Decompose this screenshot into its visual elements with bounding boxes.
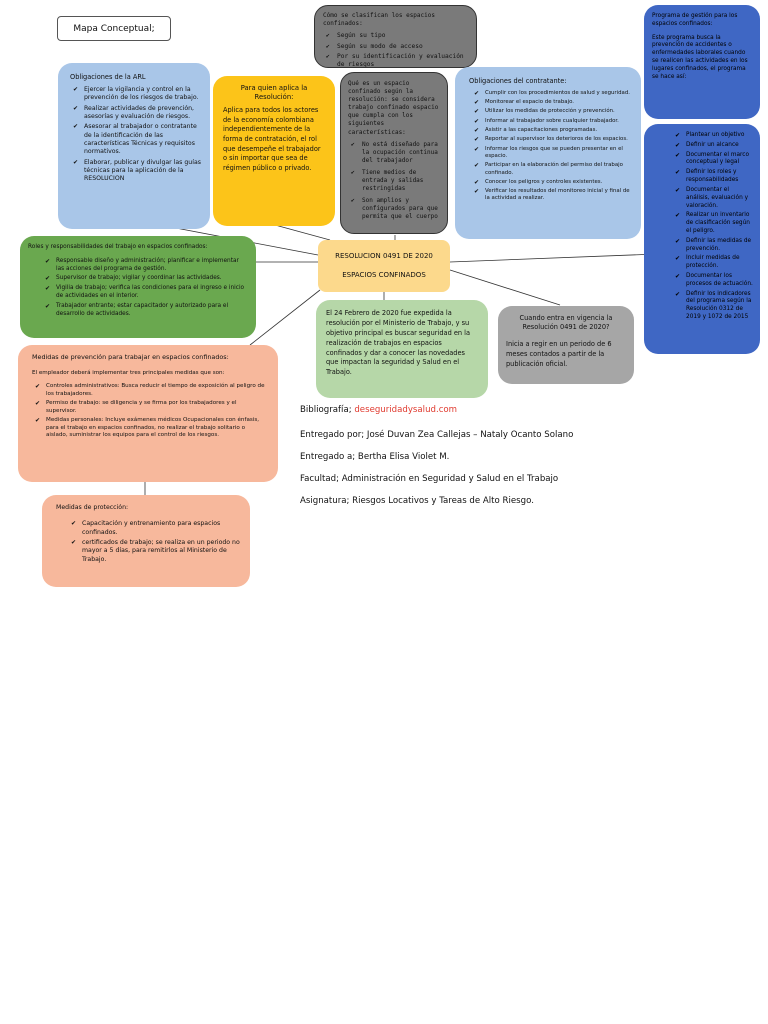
roles-title: Roles y responsabilidades del trabajo en… [28,244,208,250]
program-step: Documentar los procesos de actuación. [675,273,754,289]
validity-title: Cuando entra en vigencia la Resolución 0… [519,314,613,331]
issue-date-box: El 24 Febrero de 2020 fue expedida la re… [316,300,488,398]
arl-item: Realizar actividades de prevención, ases… [73,105,202,122]
roles-item: Supervisor de trabajo; vigilar y coordin… [45,275,248,283]
applies-text: Aplica para todos los actores de la econ… [223,106,321,172]
definition-item: Son amplios y configurados para que perm… [351,197,440,221]
subject-line: Asignatura; Riesgos Locativos y Tareas d… [300,496,534,506]
title-text: Mapa Conceptual; [73,23,155,34]
central-node: RESOLUCION 0491 DE 2020 ESPACIOS CONFINA… [318,240,450,292]
classification-item: Por su identificación y evaluación de ri… [326,53,468,67]
faculty-line: Facultad; Administración en Seguridad y … [300,474,559,484]
prevention-title: Medidas de prevención para trabajar en e… [32,353,229,361]
definition-item: Tiene medios de entrada y salidas restri… [351,169,440,193]
prevention-intro: El empleador deberá implementar tres pri… [32,369,225,376]
definition-title: Qué es un espacio confinado según la res… [348,80,439,136]
validity-box: Cuando entra en vigencia la Resolución 0… [498,306,634,384]
issue-date-text: El 24 Febrero de 2020 fue expedida la re… [326,309,471,377]
central-title: RESOLUCION 0491 DE 2020 [335,251,433,260]
program-step: Documentar el análisis, evaluación y val… [675,187,754,210]
program-title: Programa de gestión para los espacios co… [652,13,738,27]
program-step: Definir las medidas de prevención. [675,238,754,254]
arl-item: Elaborar, publicar y divulgar las guías … [73,159,202,184]
roles-item: Vigilia de trabajo; verifica las condici… [45,285,248,301]
definition-item: No está diseñado para la ocupación conti… [351,141,440,165]
arl-obligations-box: Obligaciones de la ARL Ejercer la vigila… [58,63,210,229]
arl-title: Obligaciones de la ARL [70,73,146,81]
contractor-item: Verificar los resultados del monitoreo i… [474,188,631,203]
bibliography-label: Bibliografía; [300,405,352,415]
bibliography-line: Bibliografía; deseguridadysalud.com [300,405,457,415]
roles-item: Trabajador entrante; estar capacitador y… [45,303,248,319]
classification-box: Cómo se clasifican los espacios confinad… [314,5,477,68]
arl-item: Asesorar al trabajador o contratante de … [73,123,202,156]
bibliography-link[interactable]: deseguridadysalud.com [354,405,458,415]
contractor-item: Participar en la elaboración del permiso… [474,162,631,177]
contractor-obligations-box: Obligaciones del contratante: Cumplir co… [455,67,641,239]
program-step: Definir los indicadores del programa seg… [675,291,754,322]
contractor-item: Conocer los peligros y controles existen… [474,179,631,187]
delivered-to-line: Entregado a; Bertha Elisa Violet M. [300,452,450,462]
contractor-title: Obligaciones del contratante: [469,77,567,85]
protection-title: Medidas de protección: [56,504,129,511]
program-box: Programa de gestión para los espacios co… [644,5,760,119]
delivered-by-line: Entregado por; José Duvan Zea Callejas –… [300,430,574,440]
program-step: Incluir medidas de protección. [675,255,754,271]
central-subtitle: ESPACIOS CONFINADOS [342,271,426,279]
contractor-item: Utilizar los medidas de protección y pre… [474,108,631,116]
roles-box: Roles y responsabilidades del trabajo en… [20,236,256,338]
classification-title: Cómo se clasifican los espacios confinad… [323,12,435,28]
program-step: Realizar un inventario de clasificación … [675,212,754,235]
program-step: Plantear un objetivo [675,132,754,140]
protection-item: certificados de trabajo; se realiza en u… [71,539,240,564]
validity-text: Inicia a regir en un periodo de 6 meses … [506,339,612,368]
program-steps-box: Plantear un objetivo Definir un alcance … [644,124,760,354]
definition-box: Qué es un espacio confinado según la res… [340,72,448,234]
title-box: Mapa Conceptual; [57,16,171,41]
program-text: Este programa busca la prevención de acc… [652,34,748,80]
program-step: Definir un alcance [675,142,754,150]
prevention-item: Medidas personales: Incluye exámenes méd… [35,417,266,440]
roles-item: Responsable diseño y administración; pla… [45,258,248,274]
contractor-item: Asistir a las capacitaciones programadas… [474,127,631,135]
classification-item: Según su modo de acceso [326,43,468,51]
contractor-item: Reportar al supervisor los deterioros de… [474,136,631,144]
contractor-item: Informar al trabajador sobre cualquier t… [474,118,631,126]
classification-item: Según su tipo [326,32,468,40]
contractor-item: Informar los riesgos que se pueden prese… [474,146,631,161]
contractor-item: Monitorear el espacio de trabajo. [474,99,631,107]
arl-item: Ejercer la vigilancia y control en la pr… [73,86,202,103]
contractor-item: Cumplir con los procedimientos de salud … [474,90,631,98]
applies-title: Para quien aplica la Resolución: [240,84,308,102]
protection-item: Capacitación y entrenamiento para espaci… [71,520,240,537]
prevention-item: Controles administrativos: Busca reducir… [35,383,266,398]
program-step: Documentar el marco conceptual y legal [675,152,754,168]
prevention-measures-box: Medidas de prevención para trabajar en e… [18,345,278,482]
program-step: Definir los roles y responsabilidades [675,169,754,185]
prevention-item: Permiso de trabajo: se diligencia y se f… [35,400,266,415]
protection-measures-box: Medidas de protección: Capacitación y en… [42,495,250,587]
applies-to-box: Para quien aplica la Resolución: Aplica … [213,76,335,226]
